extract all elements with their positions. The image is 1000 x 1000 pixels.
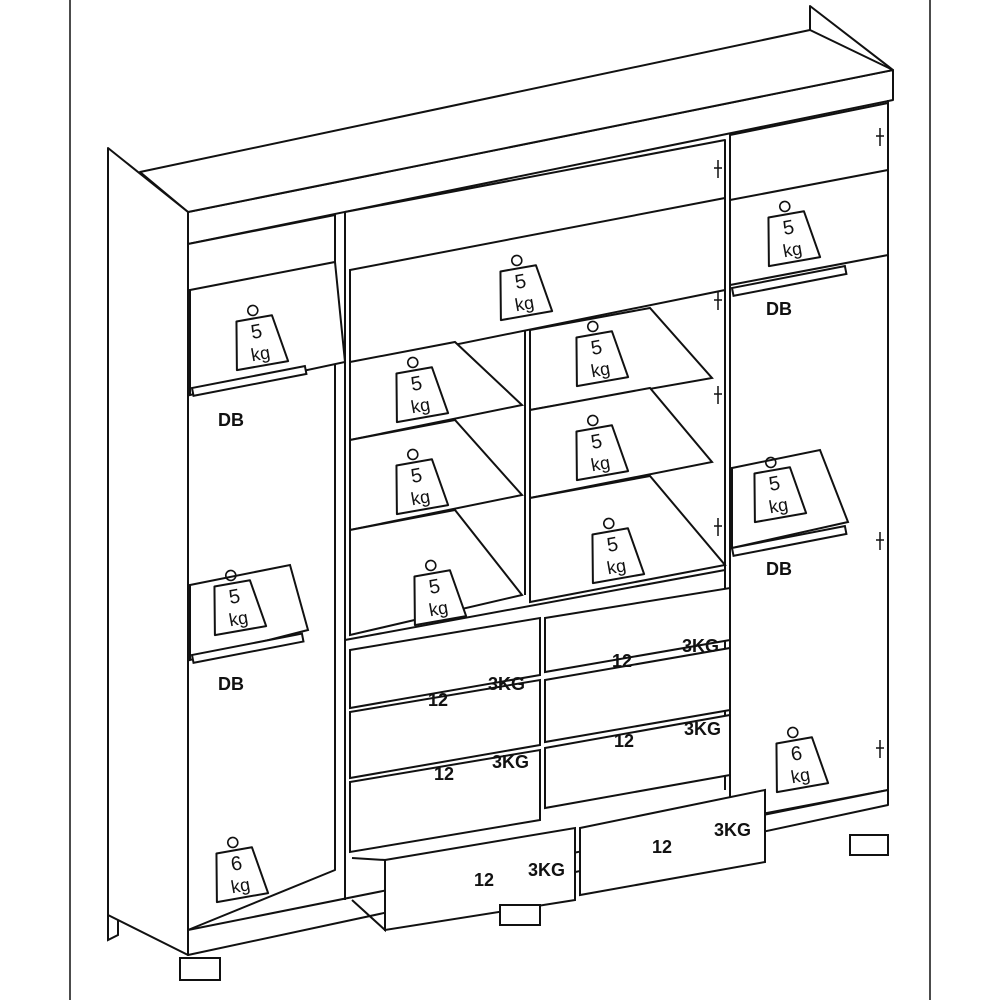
weight-number: 5	[427, 575, 442, 599]
weight-unit: kg	[589, 452, 611, 475]
hinge-icon	[876, 532, 884, 550]
weight-unit: kg	[227, 607, 249, 630]
drawer-weight: 3KG	[684, 719, 721, 739]
drawer-1	[349, 678, 541, 780]
rail-label: DB	[218, 410, 244, 430]
rail-labels: DB DB DB DB	[218, 299, 792, 694]
drawer-3	[349, 748, 541, 854]
drawer-weight: 3KG	[492, 752, 529, 772]
weight-unit: kg	[789, 764, 811, 787]
weight-badge-right-middle-shelf: 5kg	[743, 452, 808, 524]
shelf-center-right-2	[529, 386, 714, 500]
hinge-icon	[714, 292, 722, 310]
drawer-weight: 3KG	[488, 674, 525, 694]
drawer-weight: 3KG	[528, 860, 565, 880]
drawer-count: 12	[614, 731, 634, 751]
drawer-weight: 3KG	[714, 820, 751, 840]
weight-badge-top-right-shelf: 5kg	[757, 196, 822, 268]
hinge-icon	[714, 386, 722, 404]
rail-right-top	[730, 264, 848, 298]
drawer-4	[544, 713, 731, 810]
weight-unit: kg	[249, 342, 271, 365]
weight-number: 5	[409, 464, 424, 488]
drawer-front-top-left	[349, 616, 541, 710]
weight-number: 6	[789, 742, 804, 766]
weight-number: 5	[781, 216, 796, 240]
weight-unit: kg	[589, 358, 611, 381]
weight-badge-right-bottom-floor: 6kg	[765, 722, 830, 794]
hinges	[714, 128, 884, 758]
weight-unit: kg	[605, 555, 627, 578]
drawer-count: 12	[434, 764, 454, 784]
weight-number: 5	[605, 533, 620, 557]
weight-badge-top-left-shelf: 5kg	[225, 300, 290, 372]
feet	[107, 834, 889, 981]
rail-right-middle	[730, 524, 848, 558]
hinge-icon	[714, 518, 722, 536]
weight-unit: kg	[229, 874, 251, 897]
hinge-icon	[714, 160, 722, 178]
weight-number: 5	[589, 430, 604, 454]
left-side-panel	[107, 147, 189, 956]
drawer-6-open	[579, 788, 766, 897]
weight-badge-center-left-shelf-3: 5kg	[403, 555, 468, 627]
weight-badge-center-right-shelf-3: 5kg	[581, 513, 646, 585]
page-frame	[69, 0, 931, 1000]
weight-badge-center-right-shelf-1: 5kg	[565, 316, 630, 388]
weight-unit: kg	[409, 394, 431, 417]
hinge-icon	[876, 740, 884, 758]
rail-label: DB	[766, 559, 792, 579]
weight-number: 6	[229, 852, 244, 876]
rail-left-middle	[190, 632, 305, 665]
weight-badge-center-left-shelf-2: 5kg	[385, 444, 450, 516]
weight-number: 5	[227, 585, 242, 609]
rail-left-top	[190, 364, 308, 398]
hinge-icon	[876, 128, 884, 146]
drawer-count: 12	[612, 651, 632, 671]
weight-unit: kg	[781, 238, 803, 261]
weight-unit: kg	[513, 292, 535, 315]
weight-number: 5	[767, 472, 782, 496]
drawer-count: 12	[428, 690, 448, 710]
rail-label: DB	[218, 674, 244, 694]
weight-badge-center-right-shelf-2: 5kg	[565, 410, 630, 482]
weight-unit: kg	[767, 494, 789, 517]
weight-badge-top-center-shelf: 5kg	[489, 250, 554, 322]
weight-unit: kg	[409, 486, 431, 509]
rail-label: DB	[766, 299, 792, 319]
weight-unit: kg	[427, 597, 449, 620]
drawer-count: 12	[652, 837, 672, 857]
drawer-2	[544, 646, 731, 744]
weight-number: 5	[409, 372, 424, 396]
weight-number: 5	[249, 320, 264, 344]
drawer-count: 12	[474, 870, 494, 890]
weight-badge-left-middle-shelf: 5kg	[203, 565, 268, 637]
weight-number: 5	[513, 270, 528, 294]
weight-badge-center-left-shelf-1: 5kg	[385, 352, 450, 424]
weight-badge-left-bottom-floor: 6kg	[205, 832, 270, 904]
hanging-rails	[190, 264, 848, 665]
weight-number: 5	[589, 336, 604, 360]
drawer-front-top-right	[544, 586, 731, 674]
drawer-labels: 12 3KG 12 3KG 12 3KG 12 3KG 12 3KG 12 3K…	[428, 636, 751, 890]
drawer-weight: 3KG	[682, 636, 719, 656]
